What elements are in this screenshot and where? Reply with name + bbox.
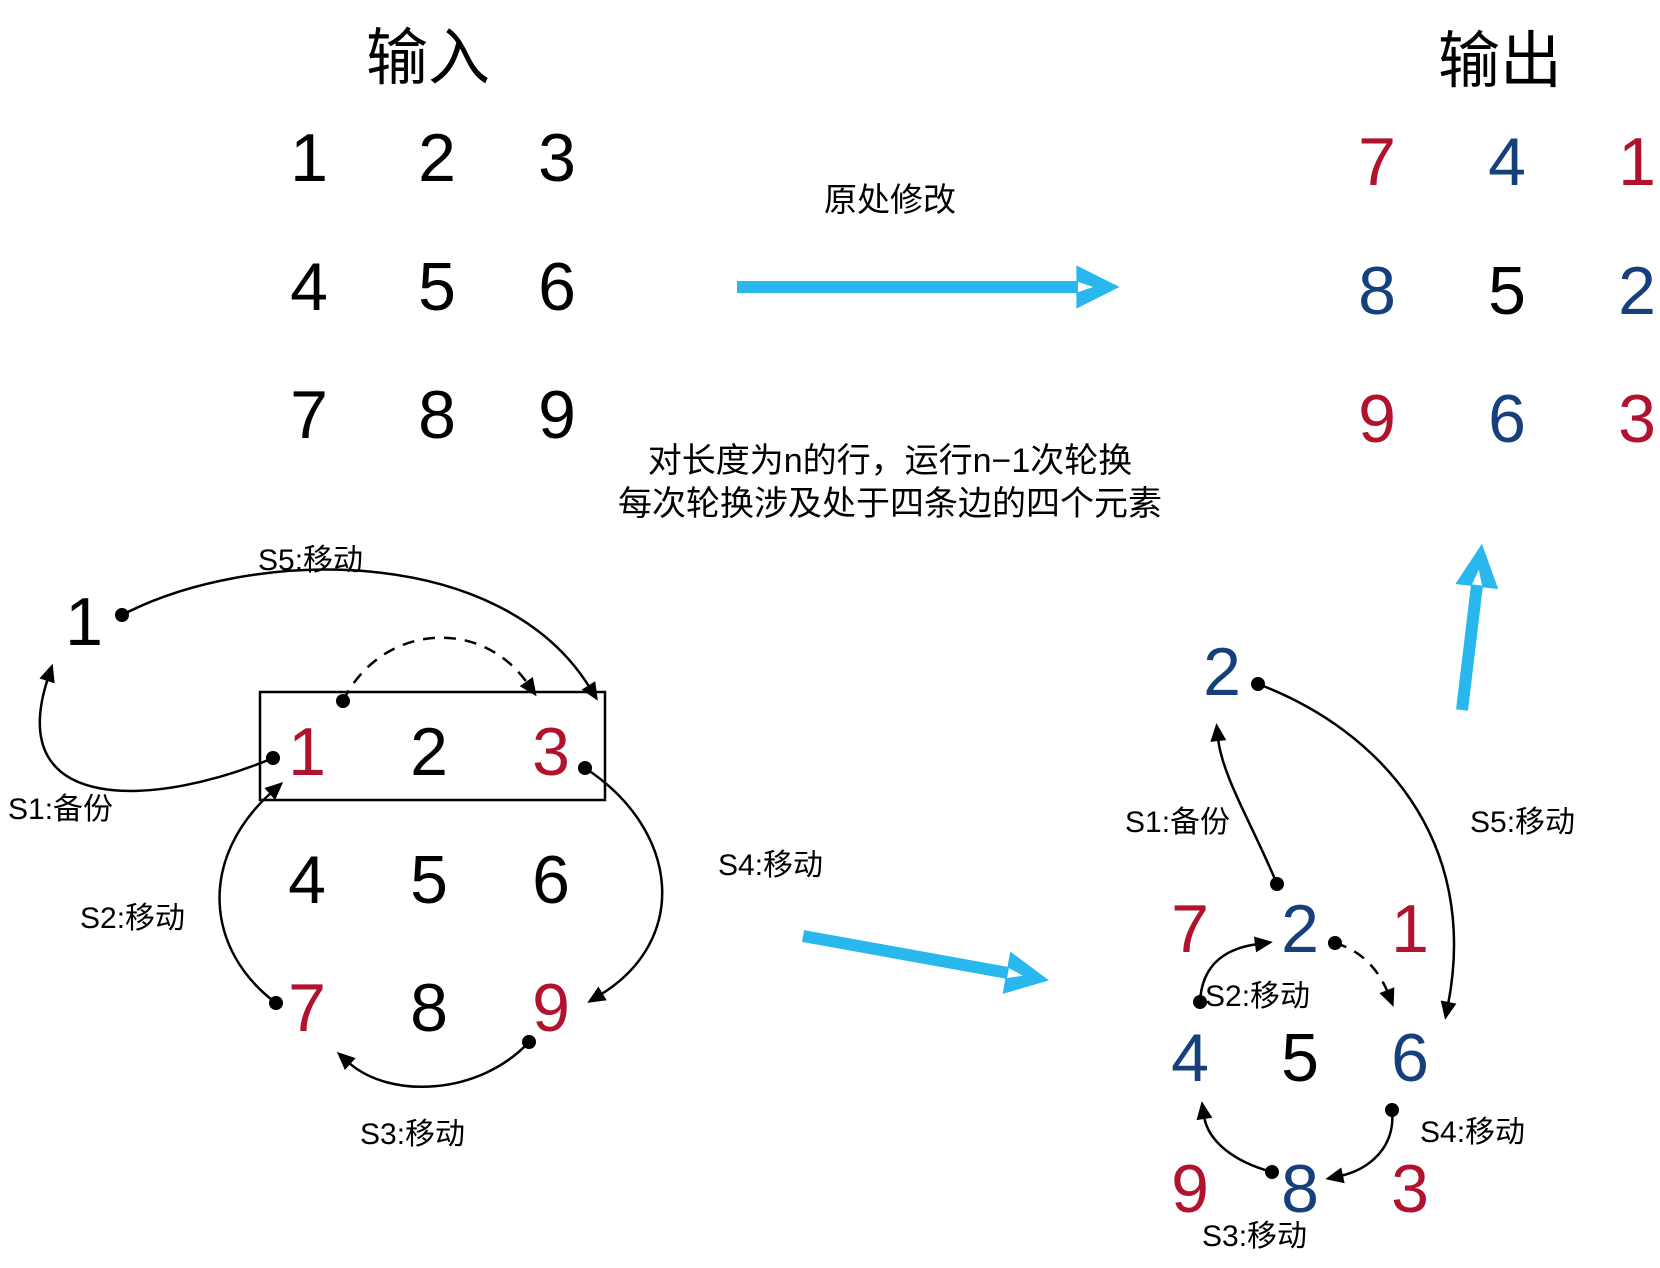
left-dot-cell7 <box>269 996 283 1010</box>
result-up-arrow <box>1455 543 1499 711</box>
left-dot-backup1 <box>115 608 129 622</box>
left-dot-cell9 <box>522 1035 536 1049</box>
left-s2-move-arrow <box>218 782 284 1005</box>
right-s2-label: S2:移动 <box>1205 980 1311 1013</box>
output-title: 输出 <box>1437 27 1563 96</box>
right-s2-move-arrow <box>1198 936 1273 1003</box>
input-cell-r1c1: 5 <box>418 249 456 325</box>
algorithm-note: 对长度为n的行，运行n−1次轮换 每次轮换涉及处于四条边的四个元素 <box>618 440 1162 526</box>
left-s1-label: S1:备份 <box>8 793 114 826</box>
right-cell-r2c2: 3 <box>1391 1151 1429 1227</box>
left-s1-backup-arrow <box>38 663 274 793</box>
right-dot-cell8 <box>1265 1165 1279 1179</box>
input-cell-r0c2: 3 <box>538 120 576 196</box>
left-dot-cell3 <box>578 761 592 775</box>
left-direct-move-dashed-arrow <box>341 636 537 702</box>
output-cell-r2c1: 6 <box>1488 381 1526 457</box>
left-s5-label: S5:移动 <box>258 544 364 577</box>
input-cell-r2c0: 7 <box>290 377 328 453</box>
right-cell-r1c0: 4 <box>1171 1020 1209 1096</box>
input-title: 输入 <box>365 24 491 93</box>
left-s3-label: S3:移动 <box>360 1118 466 1151</box>
left-cell-r1c1: 5 <box>410 842 448 918</box>
right-backup-value: 2 <box>1203 634 1241 710</box>
right-cell-r0c0: 7 <box>1171 891 1209 967</box>
note-line-1: 对长度为n的行，运行n−1次轮换 <box>647 442 1133 480</box>
input-cell-r0c0: 1 <box>290 120 328 196</box>
output-cell-r0c0: 7 <box>1358 124 1396 200</box>
row-highlight-box <box>258 690 607 802</box>
right-dot-cell6 <box>1385 1103 1399 1117</box>
output-cell-r2c0: 9 <box>1358 381 1396 457</box>
input-cell-r1c2: 6 <box>538 249 576 325</box>
right-cell-r0c2: 1 <box>1391 891 1429 967</box>
right-dot-cell2-top <box>1270 877 1284 891</box>
left-cell-r1c2: 6 <box>532 842 570 918</box>
left-backup-value: 1 <box>65 584 103 660</box>
left-s2-label: S2:移动 <box>80 902 186 935</box>
right-s1-backup-arrow <box>1210 723 1279 885</box>
right-s3-move-arrow <box>1196 1101 1273 1174</box>
left-s4-move-arrow <box>584 766 664 1003</box>
right-cell-r1c2: 6 <box>1391 1020 1429 1096</box>
right-cell-r2c0: 9 <box>1171 1151 1209 1227</box>
left-cell-r0c0: 1 <box>288 714 326 790</box>
output-cell-r1c0: 8 <box>1358 253 1396 329</box>
left-dot-topedge <box>336 694 350 708</box>
right-s5-label: S5:移动 <box>1470 806 1576 839</box>
input-cell-r2c1: 8 <box>418 377 456 453</box>
right-dot-cell2-right <box>1328 936 1342 950</box>
left-s3-move-arrow <box>336 1041 530 1088</box>
left-cell-r0c1: 2 <box>410 714 448 790</box>
note-line-2: 每次轮换涉及处于四条边的四个元素 <box>618 485 1162 523</box>
input-cell-r0c1: 2 <box>418 120 456 196</box>
right-dot-cell4 <box>1193 995 1207 1009</box>
output-cell-r0c2: 1 <box>1618 124 1656 200</box>
output-cell-r0c1: 4 <box>1488 124 1526 200</box>
right-s1-label: S1:备份 <box>1125 806 1231 839</box>
left-cell-r0c2: 3 <box>532 714 570 790</box>
input-cell-r1c0: 4 <box>290 249 328 325</box>
inplace-label: 原处修改 <box>824 181 956 218</box>
right-cell-r2c1: 8 <box>1281 1151 1319 1227</box>
right-s4-label: S4:移动 <box>1420 1116 1526 1149</box>
left-cell-r2c0: 7 <box>288 970 326 1046</box>
step-transition-arrow <box>801 930 1049 994</box>
left-cell-r2c2: 9 <box>532 970 570 1046</box>
output-cell-r2c2: 3 <box>1618 381 1656 457</box>
left-dot-cell1 <box>266 751 280 765</box>
output-cell-r1c2: 2 <box>1618 253 1656 329</box>
left-s4-label: S4:移动 <box>718 849 824 882</box>
input-cell-r2c2: 9 <box>538 377 576 453</box>
right-dot-backup2 <box>1251 677 1265 691</box>
right-s5-move-arrow <box>1257 682 1457 1020</box>
right-cell-r0c1: 2 <box>1281 891 1319 967</box>
right-cell-r1c1: 5 <box>1281 1020 1319 1096</box>
left-cell-r2c1: 8 <box>410 970 448 1046</box>
right-s4-move-arrow <box>1325 1109 1394 1184</box>
right-s3-label: S3:移动 <box>1202 1220 1308 1253</box>
output-cell-r1c1: 5 <box>1488 253 1526 329</box>
left-s5-move-arrow <box>121 568 598 701</box>
right-direct-move-dashed-arrow <box>1334 941 1395 1007</box>
left-cell-r1c0: 4 <box>288 842 326 918</box>
